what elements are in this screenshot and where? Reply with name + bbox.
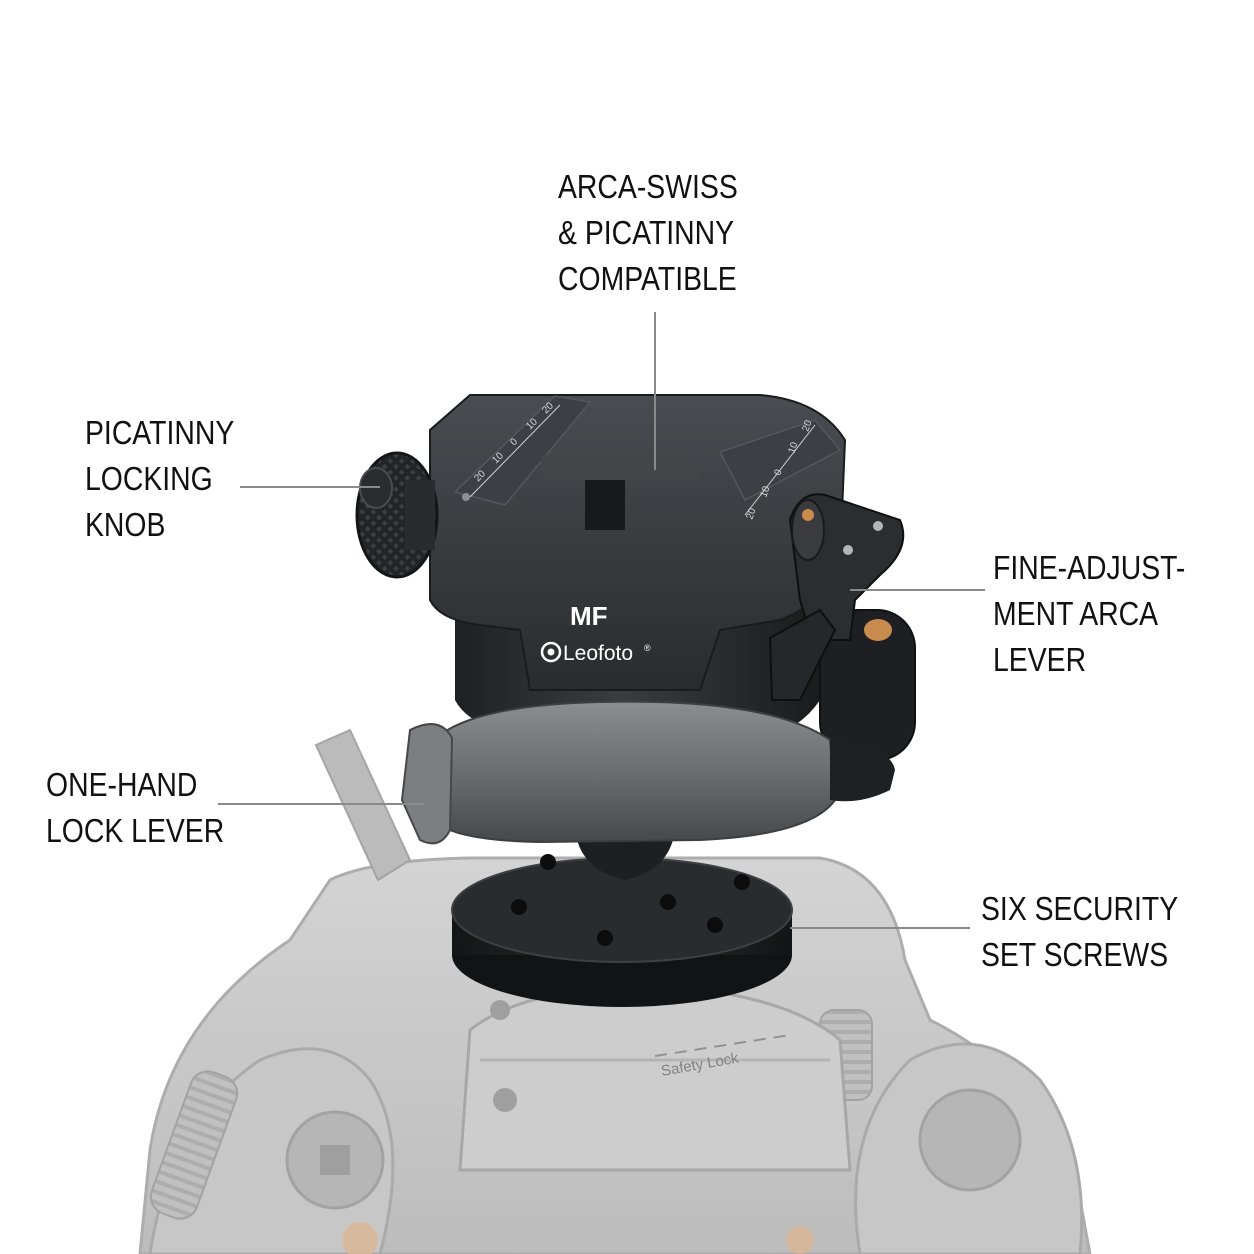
- callout-line: PICATINNY: [85, 414, 235, 451]
- set-screw-icon: [540, 854, 556, 870]
- callout-line: SIX SECURITY: [981, 890, 1179, 927]
- set-screw-icon: [734, 874, 750, 890]
- clamp-body: 20 10 0 10 20 20 10 0 10 20 MF Leofoto ®: [429, 394, 847, 740]
- scale-label: 0: [772, 468, 784, 477]
- callout-line: MENT ARCA: [993, 595, 1159, 632]
- callout-six-security-set-screws: SIX SECURITY SET SCREWS: [981, 886, 1178, 978]
- leader-lines: [218, 312, 985, 929]
- set-screw-icon: [707, 917, 723, 933]
- set-screw-icon: [597, 930, 613, 946]
- picatinny-knob: [355, 451, 439, 579]
- registered-mark: ®: [644, 643, 651, 653]
- fine-adjust-lever: [768, 493, 916, 761]
- callout-line: FINE-ADJUST-: [993, 549, 1186, 586]
- lock-lever: [400, 700, 895, 845]
- callout-line: SET SCREWS: [981, 936, 1169, 973]
- callout-fine-adjustment-lever: FINE-ADJUST- MENT ARCA LEVER: [993, 545, 1185, 683]
- leofoto-logo-icon: [540, 641, 562, 663]
- callout-picatinny-locking-knob: PICATINNY LOCKING KNOB: [85, 410, 234, 548]
- scale-label: 10: [758, 484, 772, 499]
- callout-line: ONE-HAND: [46, 766, 198, 803]
- callout-line: LOCK LEVER: [46, 812, 225, 849]
- callout-line: KNOB: [85, 506, 166, 543]
- callout-line: & PICATINNY: [558, 214, 735, 251]
- scale-label: 20: [800, 418, 814, 433]
- brand-name: Leofoto: [563, 642, 633, 665]
- scale-label: 10: [786, 440, 800, 455]
- callout-line: LOCKING: [85, 460, 213, 497]
- base-plate: [451, 830, 793, 1007]
- set-screw-icon: [660, 894, 676, 910]
- scale-right: 20 10 0 10 20: [744, 418, 816, 521]
- callout-line: ARCA-SWISS: [558, 168, 738, 205]
- set-screw-icon: [511, 899, 527, 915]
- callout-one-hand-lock-lever: ONE-HAND LOCK LEVER: [46, 762, 224, 854]
- callout-arca-swiss-compatible: ARCA-SWISS & PICATINNY COMPATIBLE: [558, 164, 738, 302]
- scale-label: 20: [744, 506, 758, 521]
- mf-logo: MF: [570, 601, 608, 631]
- callout-line: COMPATIBLE: [558, 260, 737, 297]
- callout-line: LEVER: [993, 641, 1087, 678]
